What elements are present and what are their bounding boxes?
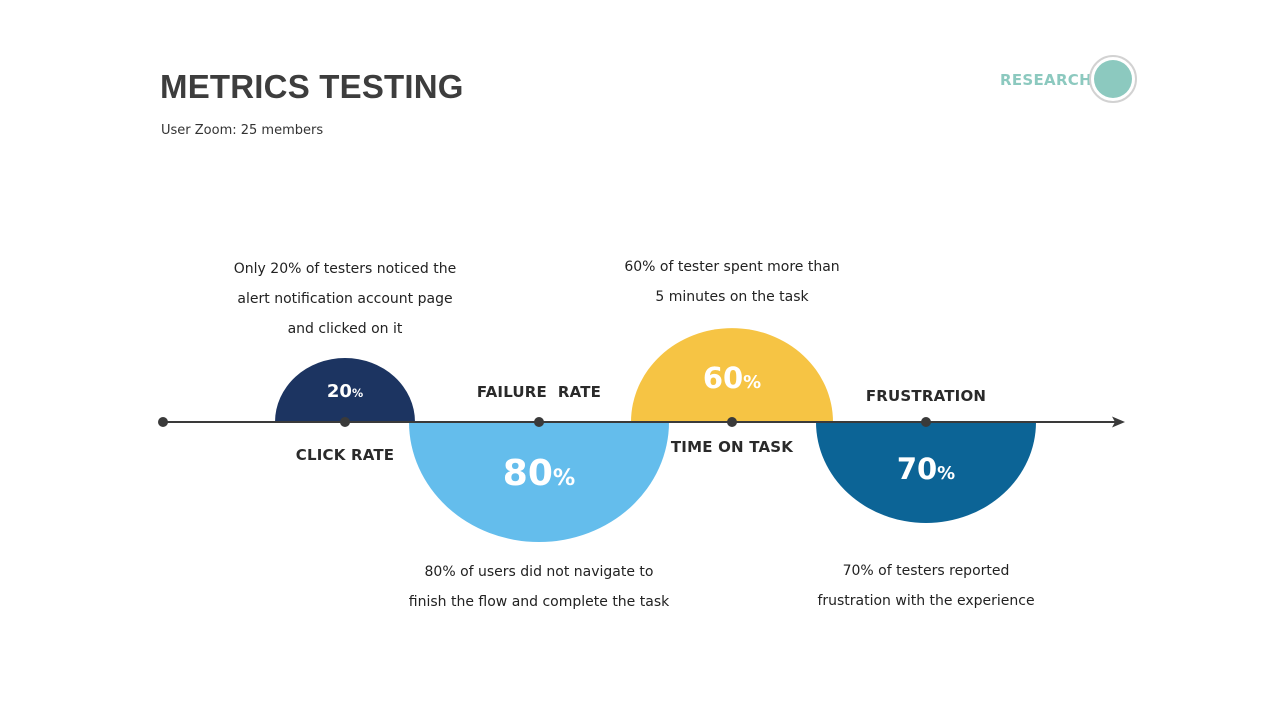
- time-on-task-value: 60%: [672, 361, 792, 395]
- timeline-start-dot: [158, 417, 168, 427]
- timeline-arrowhead: [1112, 416, 1125, 428]
- failure-rate-dot: [534, 417, 544, 427]
- frustration-description: 70% of testers reported frustration with…: [786, 556, 1066, 616]
- frustration-value: 70%: [866, 452, 986, 486]
- value-unit: %: [351, 387, 364, 400]
- description-line: Only 20% of testers noticed the: [233, 261, 457, 277]
- time-on-task-semicircle: [631, 328, 833, 422]
- value-unit: %: [743, 372, 762, 393]
- failure-rate-value: 80%: [469, 453, 609, 494]
- page-subtitle: User Zoom: 25 members: [161, 123, 324, 138]
- description-line: 60% of tester spent more than: [624, 259, 840, 275]
- failure-rate-description: 80% of users did not navigate to finish …: [384, 557, 694, 617]
- value-unit: %: [937, 463, 956, 484]
- research-circle-icon: [1089, 55, 1137, 103]
- description-line: 70% of testers reported: [842, 563, 1010, 579]
- section-label: RESEARCH: [1000, 71, 1092, 89]
- value-number: 80: [502, 453, 553, 494]
- description-line: 80% of users did not navigate to: [424, 564, 654, 580]
- failure-rate-semicircle: [409, 422, 669, 542]
- click-rate-label: CLICK RATE: [295, 446, 395, 464]
- value-number: 60: [702, 361, 744, 395]
- click-rate-description: Only 20% of testers noticed the alert no…: [205, 254, 485, 344]
- value-number: 70: [896, 452, 938, 486]
- description-line: alert notification account page: [237, 291, 453, 307]
- value-number: 20: [326, 381, 352, 402]
- value-unit: %: [552, 465, 576, 491]
- time-on-task-dot: [727, 417, 737, 427]
- time-on-task-label: TIME ON TASK: [670, 438, 794, 456]
- description-line: 5 minutes on the task: [655, 289, 809, 305]
- time-on-task-description: 60% of tester spent more than 5 minutes …: [592, 252, 872, 312]
- failure-rate-label: FAILURE RATE: [476, 383, 602, 401]
- click-rate-value: 20%: [295, 381, 395, 402]
- description-line: finish the flow and complete the task: [408, 594, 670, 610]
- frustration-semicircle: [816, 422, 1036, 523]
- frustration-label: FRUSTRATION: [865, 387, 987, 405]
- frustration-dot: [921, 417, 931, 427]
- click-rate-dot: [340, 417, 350, 427]
- click-rate-semicircle: [275, 358, 415, 422]
- description-line: and clicked on it: [287, 321, 403, 337]
- description-line: frustration with the experience: [817, 593, 1035, 609]
- page-title: METRICS TESTING: [160, 68, 464, 105]
